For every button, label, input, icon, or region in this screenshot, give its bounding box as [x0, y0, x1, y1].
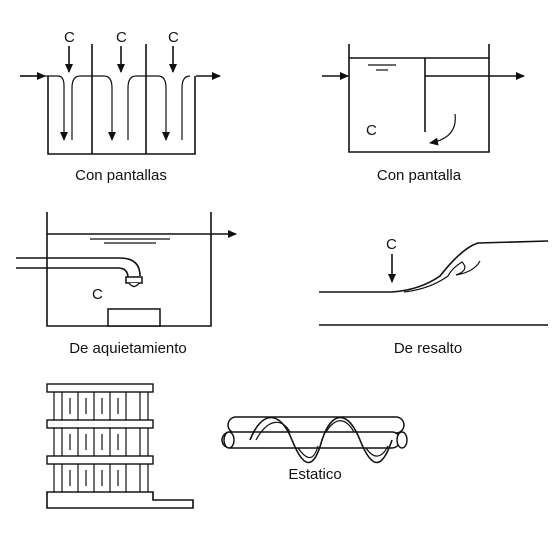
helical-static-mixer: Estatico — [221, 416, 408, 483]
label-static: Estatico — [288, 466, 341, 483]
nozzle-jet — [128, 282, 140, 288]
flow-path — [20, 75, 68, 141]
label-baffles: Con pantallas — [75, 167, 167, 184]
chemical-label: C — [168, 29, 179, 46]
chemical-label: C — [64, 29, 75, 46]
chemical-label: C — [116, 29, 127, 46]
helix-back — [255, 420, 389, 459]
single-baffle-tank — [348, 44, 490, 153]
hydraulic-jump-mixer: C De resalto — [319, 236, 549, 357]
baffled-mixer: C C C Con pantallas — [20, 29, 221, 184]
pipe-nozzle — [125, 276, 143, 284]
stilling-block — [107, 308, 161, 327]
single-baffle-mixer: C Con pantalla — [322, 44, 525, 184]
label-hydraulic-jump: De resalto — [394, 340, 462, 357]
chemical-label: C — [386, 236, 397, 253]
plate — [46, 383, 154, 393]
jump-water-surface — [319, 240, 549, 293]
flow-path — [127, 75, 170, 141]
tube-end — [396, 431, 408, 449]
tube-lower — [221, 431, 401, 449]
chemical-label: C — [92, 286, 103, 303]
flow-path — [71, 75, 116, 141]
flow-path — [181, 75, 191, 140]
plate — [46, 455, 154, 465]
tube-end — [223, 431, 235, 449]
inlet-pipe-bottom — [16, 267, 129, 279]
inlet-pipe-top — [16, 257, 141, 277]
stilling-mixer: C De aquietamiento — [16, 212, 237, 357]
base-plate — [46, 491, 194, 509]
label-stilling: De aquietamiento — [69, 340, 187, 357]
stacked-static-element — [46, 383, 194, 509]
baffled-tank-outline — [47, 76, 196, 155]
label-single-baffle: Con pantalla — [377, 167, 462, 184]
chemical-label: C — [366, 122, 377, 139]
element-bars — [53, 392, 149, 492]
plate — [46, 419, 154, 429]
helix-front — [249, 416, 393, 464]
jump-turbulence — [403, 260, 481, 293]
flow-curve-arrow — [429, 113, 456, 146]
